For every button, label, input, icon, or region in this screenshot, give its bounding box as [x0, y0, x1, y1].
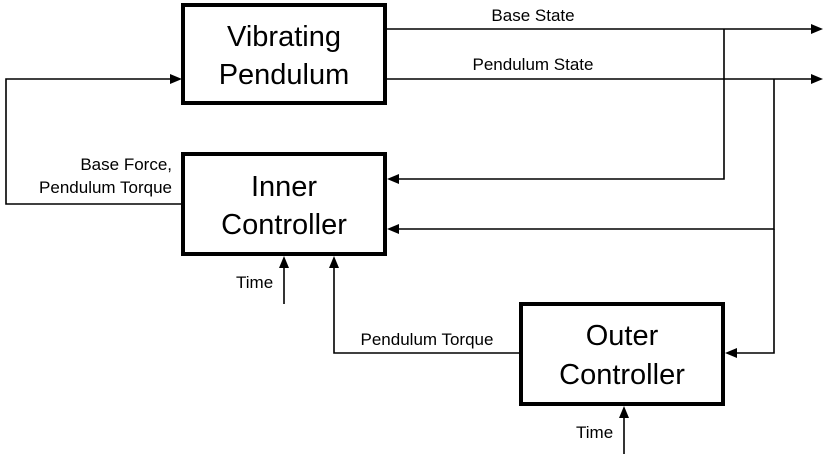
pendulum-state-signal: Pendulum State: [385, 55, 823, 84]
base-state-label: Base State: [491, 6, 574, 25]
pendulum-state-feedback-outer: [725, 229, 775, 358]
outer-controller-label-line2: Controller: [559, 359, 685, 391]
inner-controller-label-line2: Controller: [221, 209, 347, 241]
base-state-feedback-wire: [397, 29, 725, 180]
pendulum-state-label: Pendulum State: [473, 55, 594, 74]
time-inner-arrow: [279, 256, 289, 268]
base-force-signal: Base Force, Pendulum Torque: [5, 74, 183, 205]
pendulum-torque-arrow: [329, 256, 339, 268]
base-state-arrow: [811, 24, 823, 34]
vibrating-pendulum-label-line2: Pendulum: [219, 59, 350, 91]
base-state-signal: Base State: [385, 6, 823, 34]
time-outer-signal: Time: [576, 406, 629, 454]
time-outer-label: Time: [576, 423, 613, 442]
pendulum-state-arrow: [811, 74, 823, 84]
pendulum-state-feedback-inner-arrow: [387, 224, 399, 234]
pendulum-torque-signal: Pendulum Torque: [329, 256, 521, 354]
pendulum-torque-label: Pendulum Torque: [361, 330, 494, 349]
base-force-arrow: [170, 74, 182, 84]
time-outer-arrow: [619, 406, 629, 418]
time-inner-signal: Time: [236, 256, 289, 304]
base-state-feedback-arrow: [387, 174, 399, 184]
vibrating-pendulum-label-line1: Vibrating: [227, 21, 341, 53]
pendulum-state-feedback-outer-arrow: [725, 348, 737, 358]
pendulum-state-feedback-inner: [387, 79, 775, 234]
inner-controller-box: [181, 152, 387, 256]
base-force-wire: [5, 78, 183, 205]
pendulum-state-feedback-inner-wire: [397, 79, 775, 230]
inner-controller-block[interactable]: Inner Controller: [181, 152, 387, 256]
pendulum-state-feedback-outer-wire: [735, 229, 775, 354]
vibrating-pendulum-box: [181, 3, 387, 105]
pendulum-torque-wire: [333, 266, 521, 354]
vibrating-pendulum-block[interactable]: Vibrating Pendulum: [181, 3, 387, 105]
inner-controller-label-line1: Inner: [251, 171, 317, 203]
outer-controller-label-line1: Outer: [586, 320, 659, 352]
base-force-label-line1: Base Force,: [80, 155, 172, 174]
outer-controller-box: [519, 302, 725, 406]
outer-controller-block[interactable]: Outer Controller: [519, 302, 725, 406]
base-force-label-line2: Pendulum Torque: [39, 178, 172, 197]
time-inner-label: Time: [236, 273, 273, 292]
base-state-feedback: [387, 29, 725, 184]
